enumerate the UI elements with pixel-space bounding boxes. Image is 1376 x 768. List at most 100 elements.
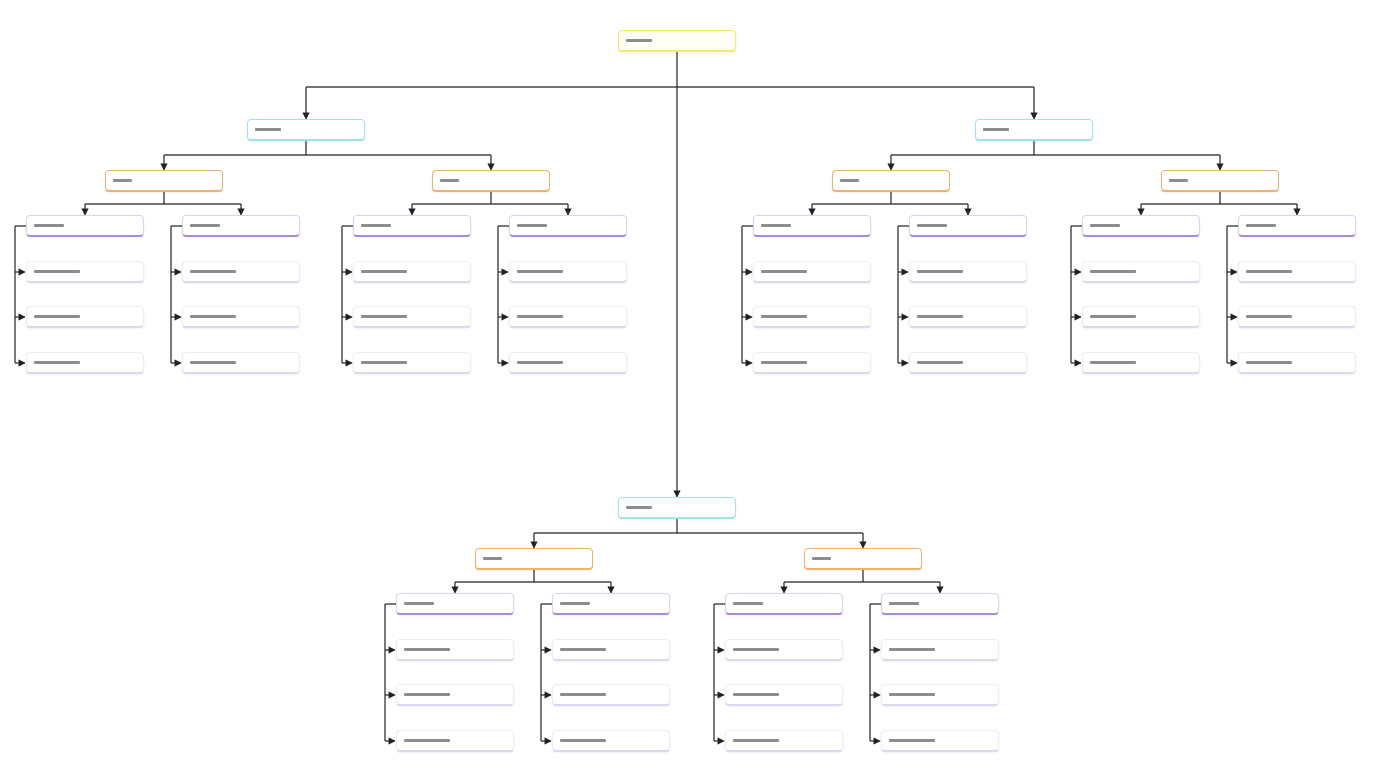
leaf-node[interactable] — [182, 352, 300, 374]
node-label-placeholder — [190, 361, 236, 364]
leaf-node[interactable] — [1082, 352, 1200, 374]
node-label-placeholder — [560, 602, 590, 605]
node-label-placeholder — [917, 361, 963, 364]
node-label-placeholder — [560, 739, 606, 742]
node-label-placeholder — [889, 693, 935, 696]
leaf-node[interactable] — [753, 306, 871, 328]
leaf-node[interactable] — [1082, 261, 1200, 283]
node-label-placeholder — [34, 270, 80, 273]
node-label-placeholder — [1090, 361, 1136, 364]
node-label-placeholder — [1090, 270, 1136, 273]
leaf-node[interactable] — [552, 639, 670, 661]
node-label-placeholder — [517, 315, 563, 318]
branch-node-2[interactable] — [975, 119, 1093, 141]
leaf-node[interactable] — [396, 730, 514, 752]
leaf-node[interactable] — [552, 684, 670, 706]
node-label-placeholder — [34, 224, 64, 227]
leaf-node[interactable] — [753, 261, 871, 283]
category-node[interactable] — [725, 593, 843, 615]
leaf-node[interactable] — [725, 684, 843, 706]
leaf-node[interactable] — [909, 261, 1027, 283]
leaf-node[interactable] — [182, 261, 300, 283]
leaf-node[interactable] — [509, 261, 627, 283]
leaf-node[interactable] — [881, 730, 999, 752]
category-node[interactable] — [26, 215, 144, 237]
branch-node-1[interactable] — [247, 119, 365, 141]
node-label-placeholder — [255, 128, 281, 131]
node-label-placeholder — [917, 270, 963, 273]
node-label-placeholder — [1246, 315, 1292, 318]
category-node[interactable] — [353, 215, 471, 237]
leaf-node[interactable] — [909, 306, 1027, 328]
node-label-placeholder — [361, 224, 391, 227]
group-node[interactable] — [432, 170, 550, 192]
category-node[interactable] — [1082, 215, 1200, 237]
leaf-node[interactable] — [509, 306, 627, 328]
leaf-node[interactable] — [1238, 261, 1356, 283]
leaf-node[interactable] — [353, 352, 471, 374]
node-label-placeholder — [517, 361, 563, 364]
node-label-placeholder — [889, 739, 935, 742]
leaf-node[interactable] — [1238, 352, 1356, 374]
node-label-placeholder — [761, 224, 791, 227]
category-node[interactable] — [1238, 215, 1356, 237]
node-label-placeholder — [404, 739, 450, 742]
group-node[interactable] — [1161, 170, 1279, 192]
node-label-placeholder — [761, 315, 807, 318]
node-label-placeholder — [1246, 361, 1292, 364]
node-label-placeholder — [190, 315, 236, 318]
leaf-node[interactable] — [725, 639, 843, 661]
leaf-node[interactable] — [26, 352, 144, 374]
node-label-placeholder — [1090, 315, 1136, 318]
root-node[interactable] — [618, 30, 736, 52]
node-label-placeholder — [34, 315, 80, 318]
leaf-node[interactable] — [396, 684, 514, 706]
category-node[interactable] — [552, 593, 670, 615]
leaf-node[interactable] — [909, 352, 1027, 374]
group-node[interactable] — [804, 548, 922, 570]
leaf-node[interactable] — [26, 306, 144, 328]
node-label-placeholder — [733, 693, 779, 696]
group-node[interactable] — [475, 548, 593, 570]
leaf-node[interactable] — [353, 306, 471, 328]
category-node[interactable] — [182, 215, 300, 237]
node-label-placeholder — [404, 602, 434, 605]
leaf-node[interactable] — [26, 261, 144, 283]
group-node[interactable] — [832, 170, 950, 192]
leaf-node[interactable] — [396, 639, 514, 661]
leaf-node[interactable] — [881, 639, 999, 661]
leaf-node[interactable] — [552, 730, 670, 752]
leaf-node[interactable] — [1238, 306, 1356, 328]
category-node[interactable] — [509, 215, 627, 237]
node-label-placeholder — [917, 224, 947, 227]
node-label-placeholder — [761, 361, 807, 364]
leaf-node[interactable] — [1082, 306, 1200, 328]
node-label-placeholder — [733, 602, 763, 605]
node-label-placeholder — [517, 270, 563, 273]
leaf-node[interactable] — [881, 684, 999, 706]
leaf-node[interactable] — [509, 352, 627, 374]
node-label-placeholder — [440, 179, 459, 182]
leaf-node[interactable] — [725, 730, 843, 752]
leaf-node[interactable] — [753, 352, 871, 374]
group-node[interactable] — [105, 170, 223, 192]
node-label-placeholder — [560, 693, 606, 696]
category-node[interactable] — [396, 593, 514, 615]
category-node[interactable] — [909, 215, 1027, 237]
branch-node-3[interactable] — [618, 497, 736, 519]
node-label-placeholder — [889, 648, 935, 651]
node-label-placeholder — [517, 224, 547, 227]
node-label-placeholder — [404, 693, 450, 696]
leaf-node[interactable] — [182, 306, 300, 328]
node-label-placeholder — [190, 224, 220, 227]
node-label-placeholder — [361, 361, 407, 364]
node-label-placeholder — [483, 557, 502, 560]
category-node[interactable] — [753, 215, 871, 237]
node-label-placeholder — [34, 361, 80, 364]
node-label-placeholder — [626, 506, 652, 509]
category-node[interactable] — [881, 593, 999, 615]
node-label-placeholder — [1090, 224, 1120, 227]
leaf-node[interactable] — [353, 261, 471, 283]
